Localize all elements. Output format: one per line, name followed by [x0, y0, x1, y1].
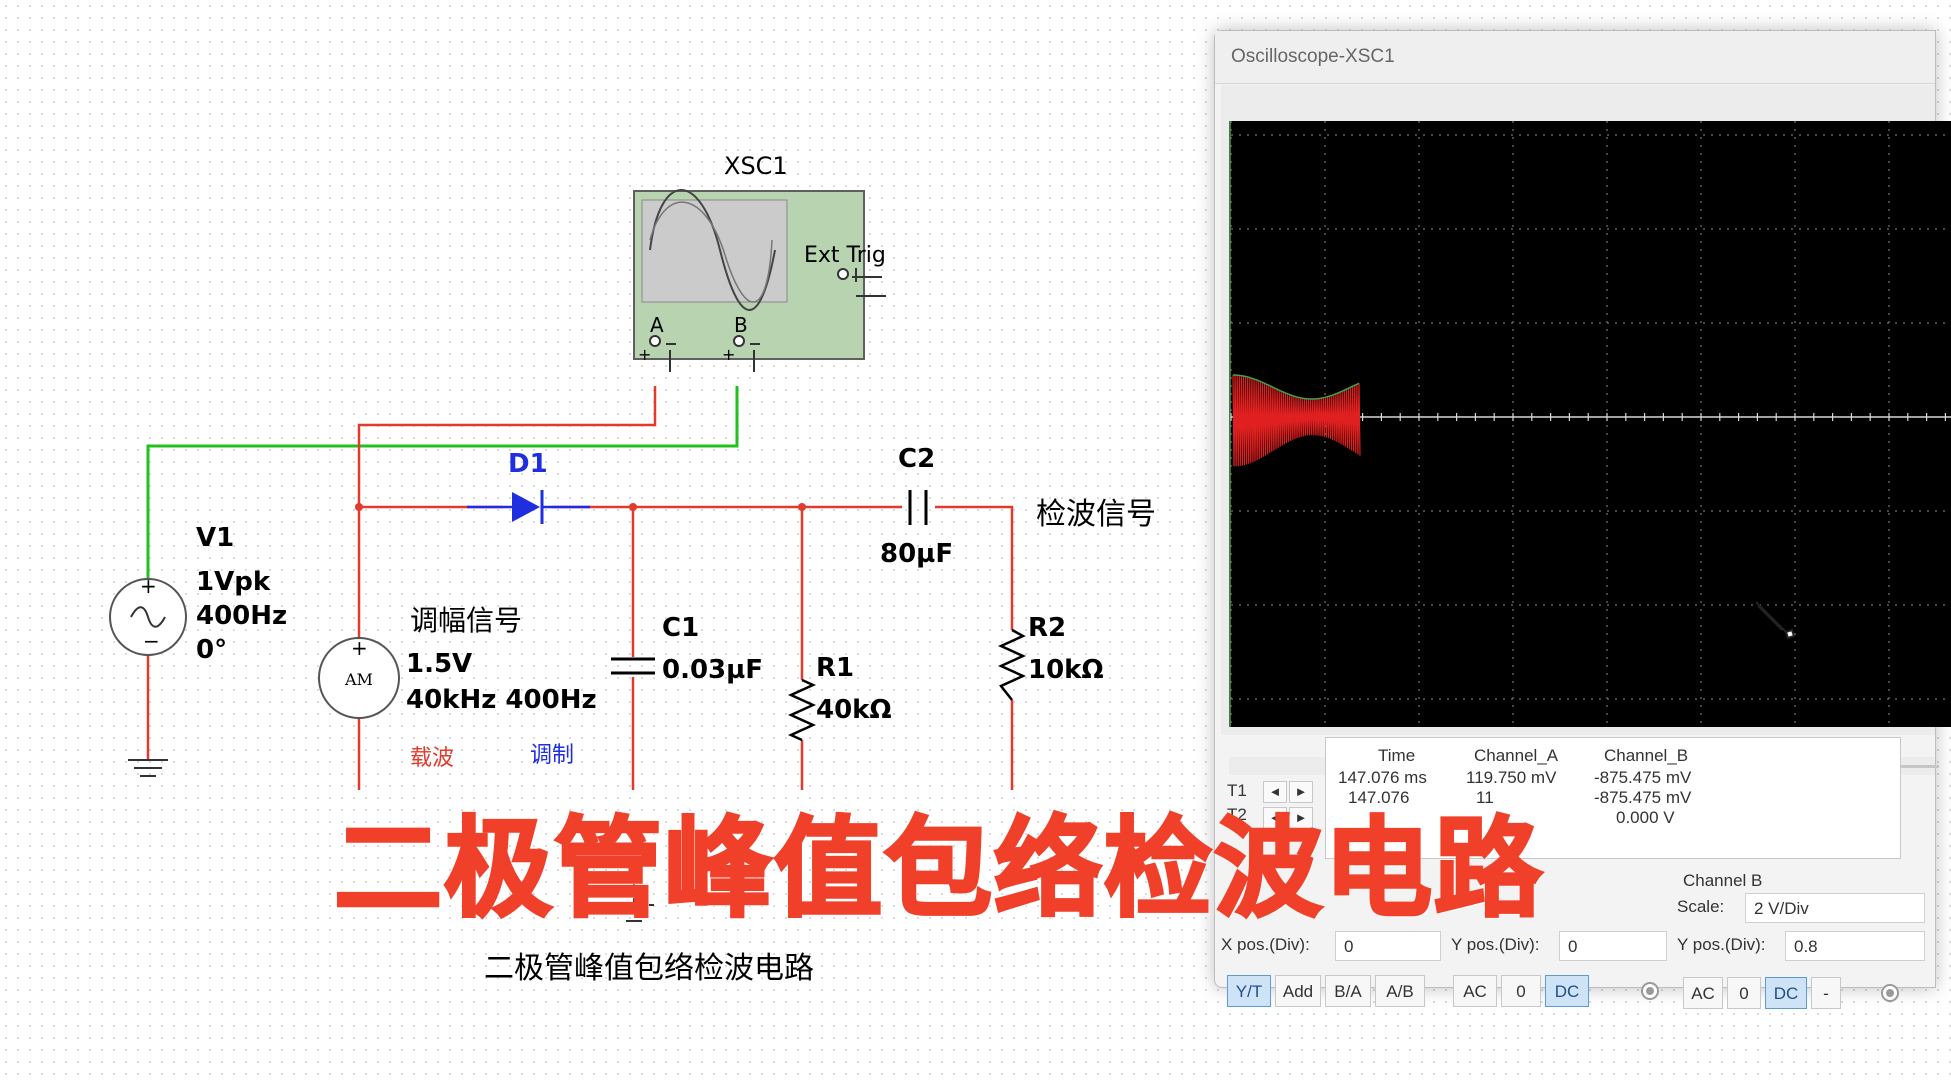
cursor-t2-right-button[interactable]: ► [1289, 807, 1313, 829]
modulation-label: 调制 [530, 743, 574, 768]
junction-dot [629, 503, 637, 511]
video-overlay-title: 二极管峰值包络检波电路 [332, 806, 1545, 934]
d1-label: D1 [508, 449, 548, 479]
channel-a-ac-button[interactable]: AC [1453, 975, 1497, 1007]
c1-value: 0.03µF [662, 655, 763, 685]
r2-label: R2 [1028, 613, 1066, 643]
c2-value: 80µF [880, 539, 953, 569]
c1-label: C1 [662, 613, 699, 643]
timebase-xpos-input[interactable]: 0 [1335, 931, 1441, 961]
resistor-r1[interactable] [787, 678, 817, 742]
v1-frequency: 400Hz [196, 601, 287, 631]
am-plus-sign: + [351, 636, 368, 660]
readout-t2-time: 147.076 [1348, 788, 1410, 807]
timebase-xpos-label: X pos.(Div): [1221, 935, 1310, 954]
oscilloscope-titlebar[interactable]: Oscilloscope-XSC1 [1215, 31, 1935, 84]
mode-ba-button[interactable]: B/A [1325, 975, 1371, 1007]
scope-ext-trig-label: Ext Trig [804, 243, 886, 268]
cursor-t1-right-button[interactable]: ► [1289, 781, 1313, 803]
channel-b-trace [1233, 374, 1360, 400]
v1-amplitude: 1Vpk [196, 567, 271, 597]
pen-cursor-icon [1755, 601, 1796, 640]
v1-label: V1 [196, 523, 234, 553]
readout-t2-channel-b: -875.475 mV [1594, 788, 1692, 807]
cursor-t1-label: T1 [1227, 781, 1247, 800]
source-v1[interactable] [109, 578, 187, 656]
diode-d1[interactable] [467, 490, 590, 524]
cursor-readout-panel: T1 T2 ◄ ► ◄ ► Time Channel_A Channel_B 1… [1215, 731, 1935, 881]
channel-a-ypos-input[interactable]: 0 [1559, 931, 1667, 961]
cursor-t2-left-button[interactable]: ◄ [1263, 807, 1287, 829]
oscilloscope-window[interactable]: Oscilloscope-XSC1 T1 T2 ◄ ► ◄ ► Time Cha… [1214, 30, 1951, 1009]
oscilloscope-display[interactable] [1229, 121, 1951, 727]
scope-ref-label: XSC1 [724, 152, 788, 180]
detected-signal-label: 检波信号 [1036, 497, 1156, 532]
readout-t1-channel-a: 119.750 mV [1466, 768, 1557, 787]
scope-pin-plus-b: + [722, 345, 735, 364]
readout-header-channel-b: Channel_B [1604, 746, 1689, 765]
channel-a-trace [1232, 374, 1361, 467]
r1-value: 40kΩ [816, 695, 892, 725]
wire-scope-a [357, 386, 657, 507]
v1-plus-sign: + [140, 574, 157, 598]
r1-label: R1 [816, 653, 854, 683]
mode-add-button[interactable]: Add [1275, 975, 1321, 1007]
channel-b-ypos-label: Y pos.(Div): [1677, 935, 1766, 954]
ground-symbol [128, 759, 168, 777]
readout-t2-channel-a: 11 [1476, 788, 1494, 807]
scope-pin-plus-a: + [638, 345, 651, 364]
readout-header-time: Time [1378, 746, 1416, 765]
measurement-readout: Time Channel_A Channel_B 147.076 ms 119.… [1325, 737, 1901, 859]
circuit-schematic: XSC1 Ext Trig A B + + D1 C2 80µF C1 0.03… [109, 152, 1156, 986]
channel-a-dc-button[interactable]: DC [1545, 975, 1589, 1007]
capacitor-c1[interactable] [611, 657, 655, 675]
readout-t1-channel-b: -875.475 mV [1594, 768, 1692, 787]
junction-dot [798, 503, 806, 511]
cursor-t2-label: T2 [1227, 805, 1247, 824]
channel-b-scale-input[interactable]: 2 V/Div [1745, 893, 1925, 923]
scope-pin-b-label: B [734, 313, 748, 337]
resistor-r2[interactable] [997, 628, 1027, 701]
carrier-label: 载波 [410, 746, 454, 771]
channel-a-zero-button[interactable]: 0 [1501, 975, 1541, 1007]
channel-b-dc-button[interactable]: DC [1765, 977, 1807, 1009]
channel-b-ypos-input[interactable]: 0.8 [1785, 931, 1925, 961]
source-am[interactable] [318, 637, 400, 719]
channel-b-scale-label: Scale: [1677, 897, 1725, 916]
channel-a-ypos-label: Y pos.(Div): [1451, 935, 1540, 954]
circuit-caption: 二极管峰值包络检波电路 [484, 951, 814, 986]
r2-value: 10kΩ [1028, 655, 1104, 685]
oscilloscope-title: Oscilloscope-XSC1 [1231, 46, 1395, 67]
channel-b-minus-button[interactable]: - [1811, 977, 1841, 1009]
am-label: 调幅信号 [410, 604, 522, 637]
readout-delta-channel-b: 0.000 V [1616, 808, 1675, 827]
oscilloscope-controls: Channel B Scale: 2 V/Div X pos.(Div): 0 … [1215, 871, 1935, 1009]
junction-dot [355, 503, 363, 511]
mode-yt-button[interactable]: Y/T [1227, 975, 1271, 1007]
am-amplitude: 1.5V [406, 649, 472, 679]
mode-ab-button[interactable]: A/B [1375, 975, 1425, 1007]
readout-header-channel-a: Channel_A [1474, 746, 1559, 765]
oscilloscope-screen-frame [1221, 85, 1951, 775]
v1-minus-sign: − [143, 629, 160, 653]
capacitor-c2[interactable] [908, 490, 928, 525]
v1-phase: 0° [196, 635, 227, 665]
readout-t1-time: 147.076 ms [1338, 768, 1427, 787]
scope-pin-a-label: A [650, 313, 664, 337]
channel-b-header: Channel B [1683, 871, 1763, 890]
channel-b-trigger-radio[interactable] [1881, 984, 1899, 1002]
channel-b-ac-button[interactable]: AC [1683, 977, 1723, 1009]
am-symbol: AM [344, 670, 373, 689]
wire-green [146, 386, 739, 580]
cursor-t1-left-button[interactable]: ◄ [1263, 781, 1287, 803]
channel-b-zero-button[interactable]: 0 [1727, 977, 1761, 1009]
am-frequencies: 40kHz 400Hz [406, 685, 597, 715]
c2-label: C2 [898, 444, 935, 474]
scope-symbol[interactable] [633, 189, 886, 372]
ground-symbol [614, 880, 654, 922]
channel-a-trigger-radio[interactable] [1641, 982, 1659, 1000]
